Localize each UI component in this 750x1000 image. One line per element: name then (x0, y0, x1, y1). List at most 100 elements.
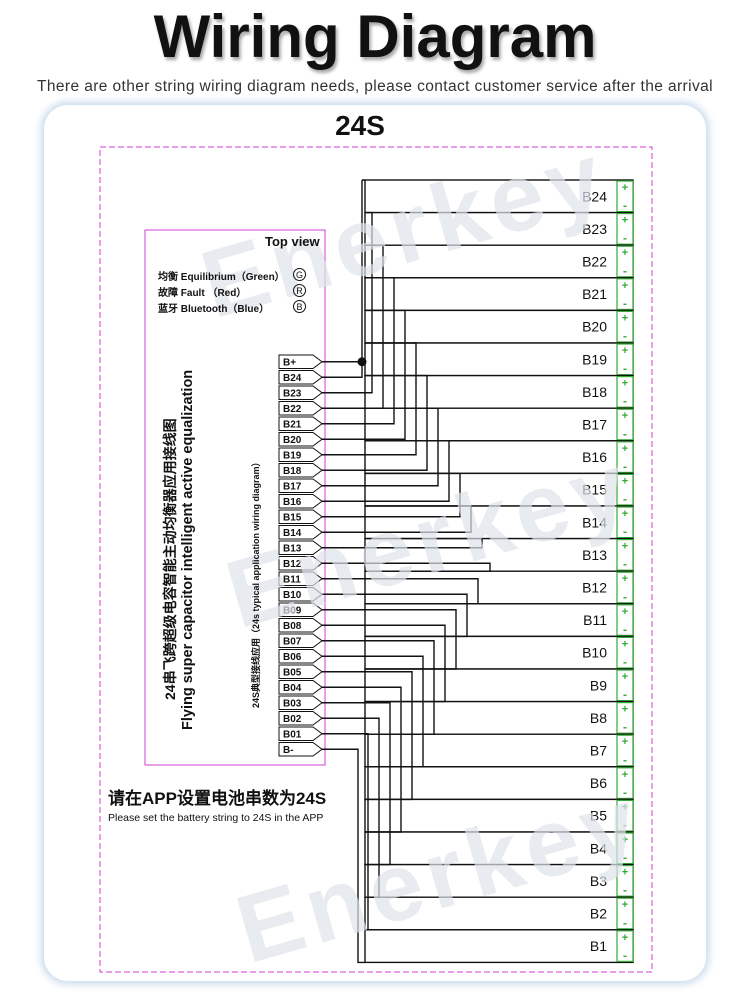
cell-label: B10 (582, 645, 607, 661)
battery-cell (364, 374, 634, 409)
cell-terminal (616, 832, 634, 865)
plus-terminal-icon: + (622, 899, 628, 911)
connector-pin (278, 649, 323, 664)
wire-bplus (322, 179, 365, 378)
wire-balance (322, 609, 457, 670)
pin-label: B16 (283, 497, 302, 508)
plus-terminal-icon: + (622, 834, 628, 846)
wire-balance (322, 671, 413, 801)
wire-balance (322, 640, 435, 735)
plus-terminal-icon: + (622, 606, 628, 618)
led-fault-label: 故障 Fault （Red） (158, 288, 247, 299)
connector-pin (278, 556, 323, 571)
wire-balance (322, 562, 491, 572)
cell-terminal (616, 506, 634, 539)
connector-pin (278, 385, 323, 400)
typical-application-label: 24S典型接线应用（24s typical application wiring… (251, 457, 261, 708)
connector-pin (278, 540, 323, 555)
minus-terminal-icon: - (623, 329, 627, 343)
connector-pin (278, 680, 323, 695)
pin-label: B+ (283, 357, 296, 368)
pin-label: B15 (283, 512, 302, 523)
connector-pin (278, 509, 323, 524)
cell-terminal (616, 310, 634, 343)
plus-terminal-icon: + (622, 410, 628, 422)
cell-label: B11 (583, 612, 607, 628)
cell-terminal (616, 245, 634, 278)
cell-terminal (616, 799, 634, 832)
cell-terminal (616, 473, 634, 506)
battery-cell (364, 244, 634, 279)
wire-balance (322, 717, 380, 898)
cell-label: B18 (582, 384, 607, 400)
connector-pin (278, 742, 323, 757)
battery-cell (364, 798, 634, 833)
connector-pin (278, 587, 323, 602)
cell-terminal (616, 864, 634, 897)
plus-terminal-icon: + (622, 801, 628, 813)
pin-label: B08 (283, 621, 302, 632)
connector-pin (278, 711, 323, 726)
pin-label: B24 (283, 373, 302, 384)
plus-terminal-icon: + (622, 769, 628, 781)
cell-label: B3 (590, 873, 607, 889)
pin-label: B- (283, 745, 294, 756)
plus-terminal-icon: + (622, 345, 628, 357)
cell-label: B17 (582, 417, 607, 433)
connector-pin (278, 447, 323, 462)
battery-cell (364, 700, 634, 735)
connector-pin (278, 602, 323, 617)
wire-balance (322, 472, 461, 518)
pin-label: B10 (283, 590, 302, 601)
minus-terminal-icon: - (623, 851, 627, 865)
cell-label: B24 (582, 188, 607, 204)
plus-terminal-icon: + (622, 541, 628, 553)
pin-label: B13 (283, 543, 302, 554)
wire-balance (322, 686, 402, 833)
cell-terminal (616, 213, 634, 245)
led-equilibrium-label: 均衡 Equilibrium（Green） (158, 272, 285, 283)
cell-terminal (616, 343, 634, 376)
pin-label: B05 (283, 667, 302, 678)
minus-terminal-icon: - (623, 753, 627, 767)
plus-terminal-icon: + (622, 638, 628, 650)
connector-pin (278, 633, 323, 648)
plus-terminal-icon: + (622, 182, 628, 194)
minus-terminal-icon: - (623, 492, 627, 506)
minus-terminal-icon: - (623, 883, 627, 897)
led-green-icon: G (293, 268, 306, 281)
minus-terminal-icon: - (623, 362, 627, 376)
battery-cell (364, 570, 634, 605)
minus-terminal-icon: - (623, 427, 627, 441)
connector-pin (278, 618, 323, 633)
pin-label: B12 (283, 559, 302, 570)
battery-cell (364, 668, 634, 703)
pin-label: B14 (283, 528, 302, 539)
plus-terminal-icon: + (622, 508, 628, 520)
cell-label: B23 (582, 221, 607, 237)
app-setting-note-cn: 请在APP设置电池串数为24S (108, 789, 327, 808)
connector-pin (278, 664, 323, 679)
pin-label: B04 (283, 683, 302, 694)
plus-terminal-icon: + (622, 215, 628, 227)
wire-balance (322, 440, 450, 502)
connector-pin (278, 494, 323, 509)
cell-label: B15 (582, 482, 607, 498)
board-outline (144, 229, 326, 766)
plus-terminal-icon: + (622, 247, 628, 259)
connector-pin (278, 432, 323, 447)
wire-balance (322, 578, 479, 605)
wire-balance (322, 211, 373, 394)
wire-balance (322, 374, 428, 471)
wire-balance (322, 309, 406, 440)
pin-label: B02 (283, 714, 302, 725)
battery-cell (364, 407, 634, 442)
board-name-cn: 24串飞跨超级电容智能主动均衡器应用接线图 (162, 418, 178, 700)
pin-label: B03 (283, 698, 302, 709)
cell-label: B14 (582, 514, 607, 530)
battery-cell (364, 635, 634, 670)
wire-balance (322, 537, 483, 549)
minus-terminal-icon: - (623, 785, 627, 799)
wire-balance (322, 505, 472, 533)
minus-terminal-icon: - (623, 818, 627, 832)
